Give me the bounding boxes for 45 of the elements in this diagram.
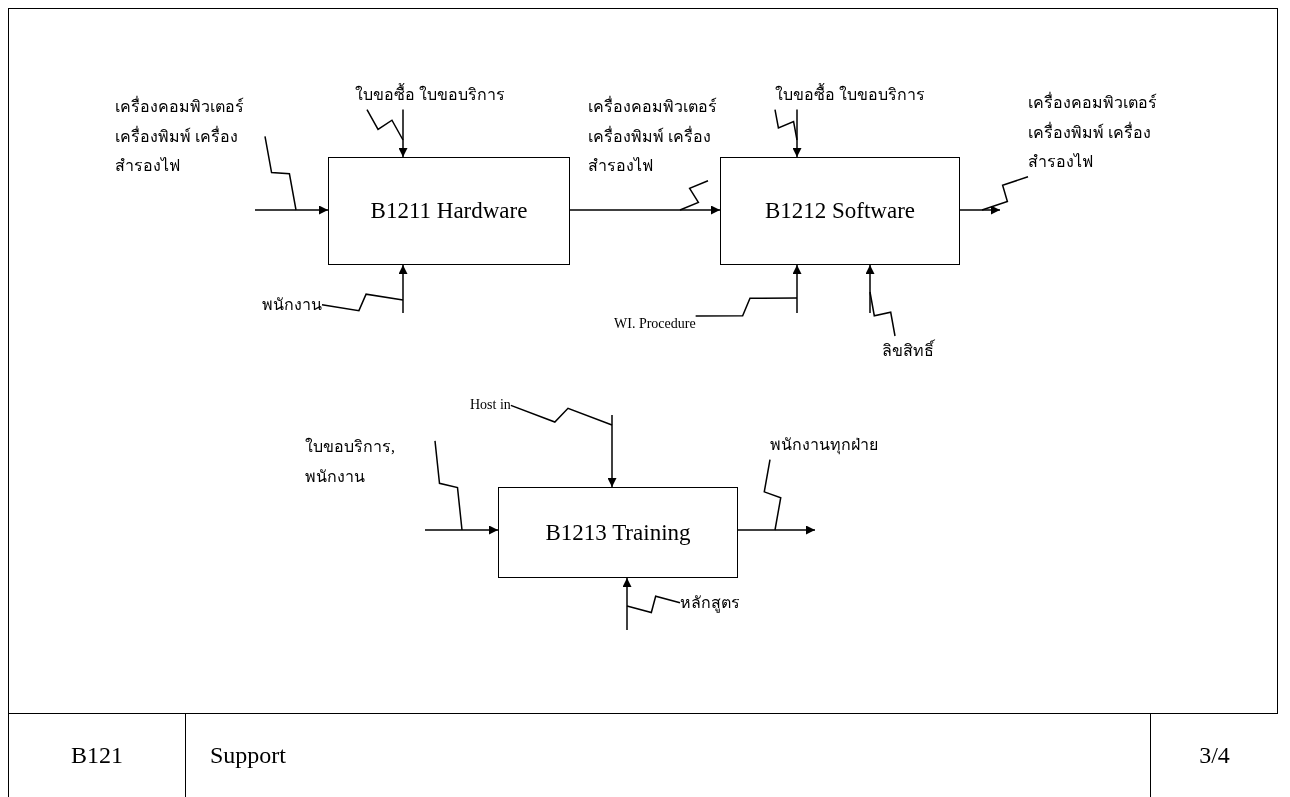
process-title: B1212 Software bbox=[764, 198, 916, 224]
leader-line bbox=[694, 297, 798, 317]
arrow bbox=[398, 108, 408, 158]
arrow-label: พนักงานทุกฝ่าย bbox=[770, 430, 878, 460]
arrow-label: ใบขอบริการ, พนักงาน bbox=[305, 432, 435, 492]
leader-line bbox=[264, 135, 297, 211]
arrow bbox=[792, 264, 802, 314]
process-box bbox=[720, 157, 960, 265]
leader-line bbox=[981, 176, 1029, 211]
leader-line bbox=[434, 440, 463, 531]
arrow-label: หลักสูตร bbox=[680, 588, 740, 618]
arrow bbox=[959, 205, 1001, 215]
arrow bbox=[607, 414, 617, 488]
process-title: B1213 Training bbox=[545, 519, 691, 546]
arrow-label: ลิขสิทธิ์ bbox=[882, 336, 934, 366]
process-name: Support bbox=[185, 713, 1150, 797]
process-box bbox=[498, 487, 738, 578]
arrow bbox=[737, 525, 816, 535]
arrow-label: เครื่องคอมพิวเตอร์เครื่องพิมพ์ เครื่องสำรองไฟ bbox=[1028, 88, 1178, 177]
arrow-label: ใบขอซื้อ ใบขอบริการ bbox=[355, 80, 505, 110]
arrow-label: เครื่องคอมพิวเตอร์เครื่องพิมพ์ เครื่องสำรองไฟ bbox=[588, 92, 738, 181]
leader-line bbox=[869, 291, 896, 337]
process-title: B1211 Hardware bbox=[370, 198, 528, 224]
arrow-label: เครื่องคอมพิวเตอร์เครื่องพิมพ์ เครื่องสำรองไฟ bbox=[115, 92, 265, 181]
arrow bbox=[569, 205, 721, 215]
leader-line bbox=[510, 404, 613, 426]
arrow bbox=[865, 264, 875, 314]
leader-line bbox=[774, 108, 798, 141]
arrow bbox=[424, 525, 499, 535]
arrow-label: Host in bbox=[470, 397, 511, 414]
leader-line bbox=[763, 458, 782, 531]
arrow bbox=[622, 577, 632, 631]
arrow-label: พนักงาน bbox=[262, 290, 322, 320]
process-number: B121 bbox=[8, 713, 185, 797]
process-box bbox=[328, 157, 570, 265]
arrow-label: ใบขอซื้อ ใบขอบริการ bbox=[775, 80, 925, 110]
leader-line bbox=[626, 595, 681, 614]
page-number: 3/4 bbox=[1150, 713, 1278, 797]
arrow bbox=[792, 108, 802, 158]
arrow bbox=[254, 205, 329, 215]
leader-line bbox=[679, 180, 709, 211]
arrow bbox=[398, 264, 408, 314]
leader-line bbox=[321, 293, 404, 312]
arrow-label: WI. Procedure bbox=[614, 316, 696, 333]
leader-line bbox=[366, 108, 404, 141]
